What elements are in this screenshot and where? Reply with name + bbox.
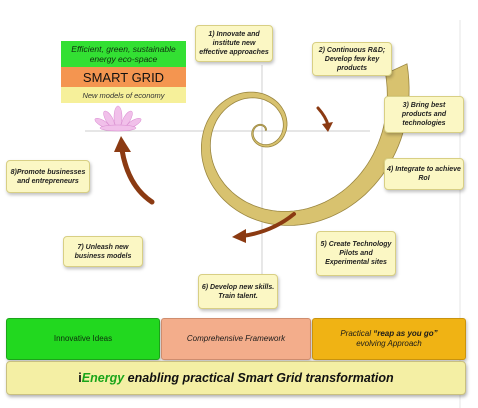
- step-6-note: 6) Develop new skills. Train talent.: [198, 274, 278, 309]
- banner-prefix: i: [78, 371, 82, 385]
- practical-approach-bar: Practical “reap as you go” evolving Appr…: [312, 318, 466, 360]
- smart-grid-subtitle: New models of economy: [61, 87, 186, 103]
- spiral-arrow-bottom: [240, 212, 296, 238]
- innovative-ideas-bar: Innovative Ideas: [6, 318, 160, 360]
- spiral-band: [200, 63, 410, 226]
- smart-grid-tagline: Efficient, green, sustainable energy eco…: [61, 41, 186, 67]
- spiral-arrow-left-head: [114, 136, 131, 152]
- spiral-arrow-small-head: [322, 122, 333, 132]
- lotus-icon: [94, 105, 142, 132]
- spiral-arrow-left: [119, 147, 155, 205]
- practical-approach-line2: evolving Approach: [356, 339, 422, 348]
- step-1-note: 1) Innovate and institute new effective …: [195, 25, 273, 62]
- step-7-note: 7) Unleash new business models: [63, 236, 143, 267]
- banner-rest: enabling practical Smart Grid transforma…: [124, 371, 394, 385]
- comprehensive-framework-bar: Comprehensive Framework: [161, 318, 311, 360]
- spiral-arrow-small: [316, 106, 330, 127]
- step-4-note: 4) Integrate to achieve RoI: [384, 158, 464, 190]
- step-2-note: 2) Continuous R&D; Develop few key produ…: [312, 42, 392, 76]
- spiral-arrow-bottom-head: [232, 229, 246, 243]
- practical-approach-line1: Practical “reap as you go”: [340, 329, 438, 338]
- step-3-note: 3) Bring best products and technologies: [384, 96, 464, 133]
- banner-brand: Energy: [81, 371, 125, 385]
- spiral-band-shape: [200, 63, 410, 226]
- smart-grid-title: SMART GRID: [61, 67, 186, 87]
- step-8-note: 8)Promote businesses and entrepreneurs: [6, 160, 90, 193]
- step-5-note: 5) Create Technology Pilots and Experime…: [316, 231, 396, 276]
